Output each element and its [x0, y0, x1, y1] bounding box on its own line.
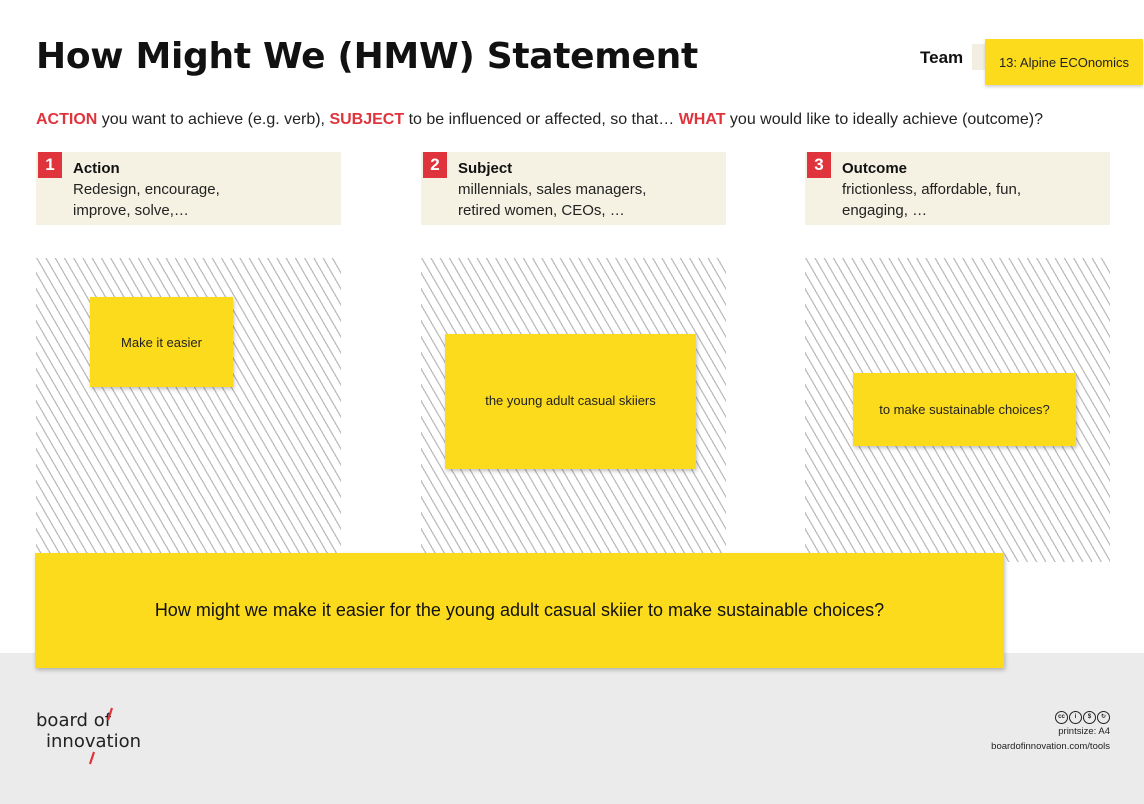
step-number-badge: 1	[38, 152, 62, 178]
team-name: 13: Alpine ECOnomics	[998, 54, 1130, 70]
logo-slash-icon	[88, 707, 114, 765]
team-sticky-note[interactable]: 13: Alpine ECOnomics	[985, 39, 1143, 85]
page-title: How Might We (HMW) Statement	[36, 36, 698, 77]
column-description-line: frictionless, affordable, fun,	[842, 181, 1021, 198]
board-of-innovation-logo: board of innovation	[36, 700, 166, 770]
column-description: millennials, sales managers, retired wom…	[458, 179, 646, 221]
column-title: Outcome	[842, 160, 908, 177]
instruction-prompt: ACTION you want to achieve (e.g. verb), …	[36, 111, 1043, 129]
what-prompt-text: you would like to ideally achieve (outco…	[725, 111, 1043, 128]
column-description-line: engaging, …	[842, 202, 928, 219]
action-column-header: 1 Action Redesign, encourage, improve, s…	[36, 152, 341, 225]
team-label: Team	[920, 48, 964, 67]
sa-icon: ↻	[1097, 711, 1110, 724]
footer-info: cc i $ ↻ printsize: A4 boardofinnovation…	[991, 708, 1110, 754]
sticky-note-text: the young adult casual skiiers	[485, 393, 656, 408]
creative-commons-icons: cc i $ ↻	[1055, 711, 1110, 724]
sticky-note-text: to make sustainable choices?	[879, 402, 1050, 417]
website-link[interactable]: boardofinnovation.com/tools	[991, 741, 1110, 752]
by-icon: i	[1069, 711, 1082, 724]
action-keyword: ACTION	[36, 111, 98, 128]
logo-text-line: innovation	[46, 731, 141, 752]
subject-keyword: SUBJECT	[329, 111, 405, 128]
sticky-note-text: Make it easier	[121, 334, 202, 350]
team-field-background	[972, 44, 986, 70]
step-number-badge: 2	[423, 152, 447, 178]
column-description-line: retired women, CEOs, …	[458, 202, 625, 219]
logo-text-line: board of	[36, 710, 112, 731]
printsize-label: printsize: A4	[1058, 726, 1110, 737]
step-number-badge: 3	[807, 152, 831, 178]
action-prompt-text: you want to achieve (e.g. verb),	[97, 111, 330, 128]
column-title: Subject	[458, 160, 513, 177]
column-description: frictionless, affordable, fun, engaging,…	[842, 179, 1021, 221]
subject-sticky-note[interactable]: the young adult casual skiiers	[445, 334, 696, 469]
column-description: Redesign, encourage, improve, solve,…	[73, 179, 220, 221]
nc-icon: $	[1083, 711, 1096, 724]
outcome-sticky-note[interactable]: to make sustainable choices?	[853, 373, 1076, 446]
action-sticky-note[interactable]: Make it easier	[90, 297, 233, 387]
column-description-line: Redesign, encourage,	[73, 181, 220, 198]
outcome-column-header: 3 Outcome frictionless, affordable, fun,…	[805, 152, 1110, 225]
what-keyword: WHAT	[678, 111, 726, 128]
column-description-line: millennials, sales managers,	[458, 181, 647, 198]
column-title: Action	[73, 160, 120, 177]
column-description-line: improve, solve,…	[73, 202, 189, 219]
subject-prompt-text: to be influenced or affected, so that…	[404, 111, 679, 128]
cc-icon: cc	[1055, 711, 1068, 724]
footer-bar	[0, 653, 1144, 804]
hmw-statement-sticky-note[interactable]: How might we make it easier for the youn…	[35, 553, 1004, 668]
subject-column-header: 2 Subject millennials, sales managers, r…	[421, 152, 726, 225]
hmw-statement-text: How might we make it easier for the youn…	[154, 600, 885, 620]
